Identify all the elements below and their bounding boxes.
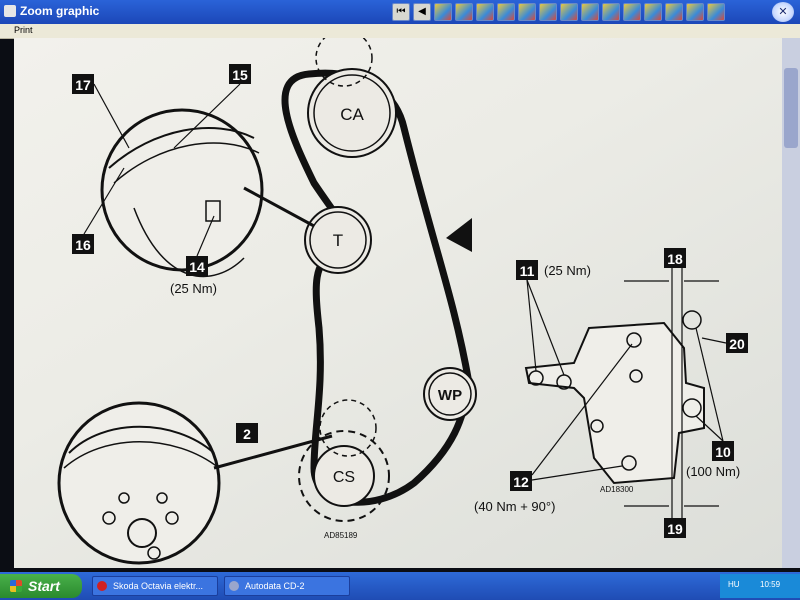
diagram-code-right: AD18300 [600, 485, 634, 494]
tool-icon[interactable] [665, 3, 683, 21]
rotation-arrow-icon [446, 218, 472, 252]
callout-15-label: 15 [232, 67, 248, 83]
toolbar: ⏮ ◀ [392, 0, 752, 24]
callout-11 [516, 260, 538, 280]
app-icon [229, 581, 239, 591]
callout-12-label: 12 [513, 474, 529, 490]
pdf-icon [97, 581, 107, 591]
tool-icon[interactable] [497, 3, 515, 21]
pulley-cs: CS [298, 430, 390, 522]
close-button[interactable]: ✕ [772, 2, 794, 22]
callout-20 [726, 333, 748, 353]
tensioner-detail [100, 108, 315, 278]
callout-11-torque: (25 Nm) [544, 263, 591, 278]
callout-19-label: 19 [667, 521, 683, 537]
callout-16-label: 16 [75, 237, 91, 253]
start-button[interactable]: Start [0, 574, 82, 598]
pulley-ca-label: CA [340, 105, 364, 124]
start-label: Start [28, 578, 60, 594]
taskbar-item-label: Autodata CD-2 [245, 581, 305, 591]
tool-icon[interactable] [581, 3, 599, 21]
callout-17-label: 17 [75, 77, 91, 93]
pulley-t: T [304, 206, 372, 274]
timing-belt-diagram: CA T WP CS AD85189 [57, 29, 748, 565]
callout-10-torque: (100 Nm) [686, 464, 740, 479]
tool-icon[interactable] [560, 3, 578, 21]
pulley-ca: CA [307, 68, 397, 158]
callout-17 [72, 74, 94, 94]
timing-mark-ring [319, 399, 377, 457]
callout-19 [664, 518, 686, 538]
tool-icon[interactable] [518, 3, 536, 21]
tool-icon[interactable] [602, 3, 620, 21]
menu-print[interactable]: Print [14, 25, 33, 35]
pulley-wp-label: WP [438, 387, 462, 404]
taskbar-item-autodata[interactable]: Autodata CD-2 [224, 576, 350, 596]
callout-10-label: 10 [715, 444, 731, 460]
diagram-code-left: AD85189 [324, 531, 358, 540]
callout-2-label: 2 [243, 426, 251, 442]
taskbar-item-skoda[interactable]: Skoda Octavia elektr... [92, 576, 218, 596]
callout-20-label: 20 [729, 336, 745, 352]
pulley-t-label: T [333, 231, 343, 250]
callout-16 [72, 234, 94, 254]
tool-icon[interactable] [623, 3, 641, 21]
callout-12-torque: (40 Nm + 90°) [474, 499, 555, 514]
callout-11-label: 11 [520, 263, 535, 279]
taskbar: Start Skoda Octavia elektr... Autodata C… [0, 572, 800, 600]
window-title: Zoom graphic [20, 4, 100, 18]
taskbar-item-label: Skoda Octavia elektr... [113, 581, 204, 591]
diagram-canvas: CA T WP CS AD85189 [14, 29, 782, 568]
tool-icon[interactable] [539, 3, 557, 21]
callout-14-torque: (25 Nm) [170, 281, 217, 296]
bracket-detail [524, 268, 719, 528]
tool-icon[interactable] [686, 3, 704, 21]
clock: 10:59 [760, 580, 781, 589]
callout-14-label: 14 [189, 259, 205, 275]
first-page-icon[interactable]: ⏮ [392, 3, 410, 21]
tool-icon[interactable] [476, 3, 494, 21]
pulley-wp: WP [423, 367, 477, 421]
callout-14 [186, 256, 208, 276]
callout-18 [664, 248, 686, 268]
callout-18-label: 18 [667, 251, 683, 267]
pulley-cs-label: CS [333, 469, 355, 486]
scrollbar-thumb[interactable] [784, 68, 798, 148]
language-indicator[interactable]: HU [728, 580, 740, 589]
title-bar: Zoom graphic ⏮ ◀ ✕ [0, 0, 800, 24]
tool-icon[interactable] [644, 3, 662, 21]
vertical-scrollbar[interactable] [782, 38, 800, 568]
crankshaft-detail [57, 401, 333, 565]
prev-page-icon[interactable]: ◀ [413, 3, 431, 21]
windows-logo-icon [10, 580, 22, 592]
app-icon [4, 5, 16, 17]
callout-15 [229, 64, 251, 84]
callout-12 [510, 471, 532, 491]
tool-icon[interactable] [455, 3, 473, 21]
system-tray: HU 10:59 [720, 574, 800, 598]
tool-icon[interactable] [434, 3, 452, 21]
timing-mark-ring [315, 29, 373, 87]
tool-icon[interactable] [707, 3, 725, 21]
callout-10 [712, 441, 734, 461]
menu-bar: Print [0, 24, 800, 39]
callout-2 [236, 423, 258, 443]
